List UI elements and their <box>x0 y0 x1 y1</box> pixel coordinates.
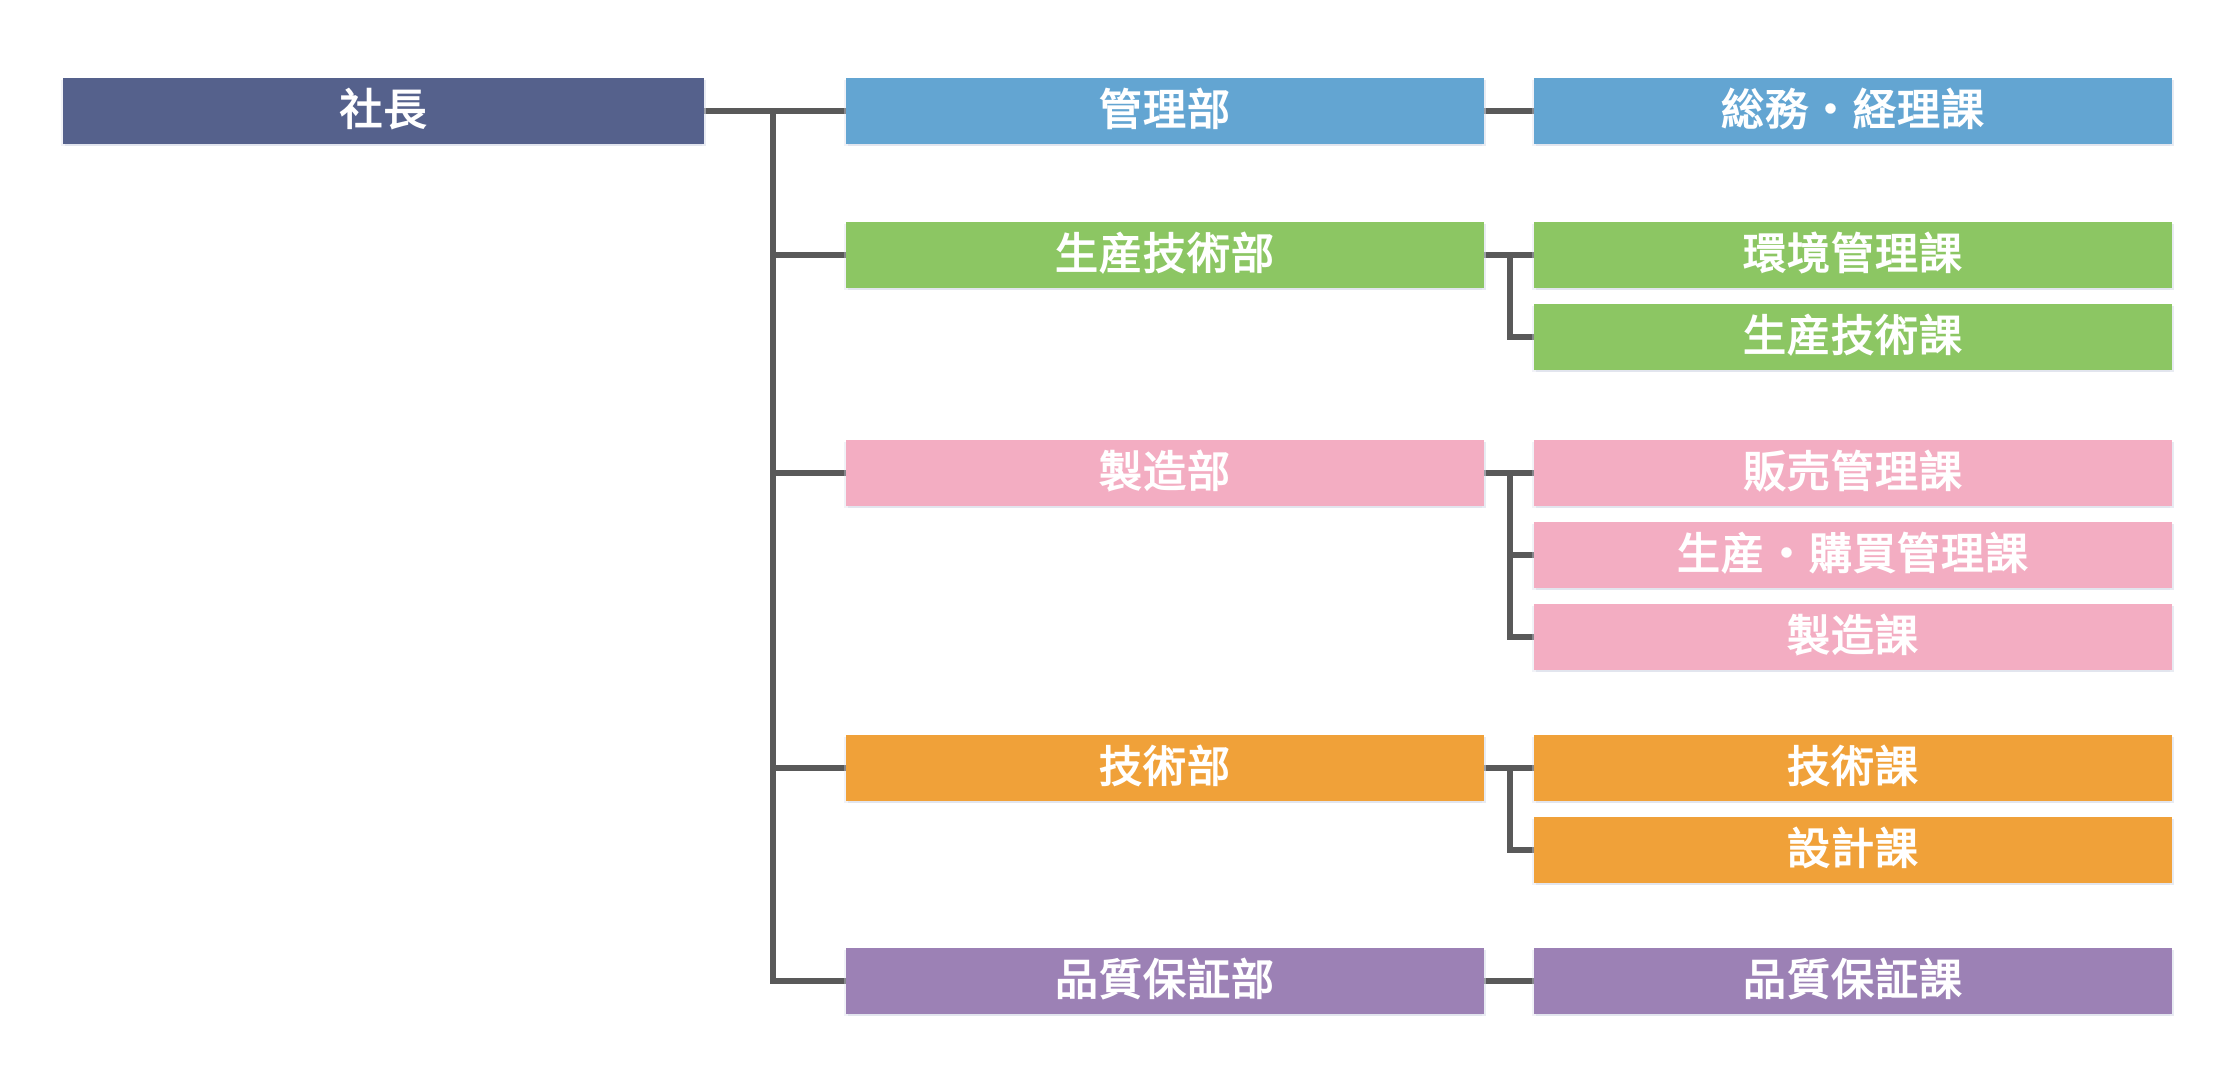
org-node-label: 管理部 <box>1099 86 1231 135</box>
connector-dept3-branch-2 <box>1507 847 1534 853</box>
org-node-president: 社長 <box>63 78 704 144</box>
org-node-section-seisan-kobai-kanri: 生産・購買管理課 <box>1534 522 2172 588</box>
org-node-label: 技術課 <box>1787 743 1919 792</box>
connector-dept2-branch-3 <box>1507 634 1534 640</box>
connector-dept0-to-section <box>1484 108 1534 114</box>
org-node-label: 技術部 <box>1099 743 1231 792</box>
org-node-section-hanbai-kanri: 販売管理課 <box>1534 440 2172 506</box>
connector-branch-dept-2 <box>770 470 846 476</box>
org-node-dept-gijutsu: 技術部 <box>846 735 1484 801</box>
org-node-section-kankyo-kanri: 環境管理課 <box>1534 222 2172 288</box>
org-node-label: 生産・購買管理課 <box>1677 530 2029 579</box>
org-node-label: 品質保証課 <box>1743 956 1963 1005</box>
org-node-dept-seisan-gijutsu: 生産技術部 <box>846 222 1484 288</box>
org-node-dept-hinshitsu-hosho: 品質保証部 <box>846 948 1484 1014</box>
org-node-label: 環境管理課 <box>1743 230 1963 279</box>
org-node-section-seizo: 製造課 <box>1534 604 2172 670</box>
org-node-label: 製造課 <box>1787 612 1919 661</box>
org-node-section-somu-keiri: 総務・経理課 <box>1534 78 2172 144</box>
org-node-section-seisan-gijutsu: 生産技術課 <box>1534 304 2172 370</box>
connector-branch-dept-1 <box>770 252 846 258</box>
org-node-label: 製造部 <box>1099 448 1231 497</box>
org-node-dept-kanri: 管理部 <box>846 78 1484 144</box>
connector-dept1-subtrunk <box>1507 252 1513 340</box>
connector-dept2-branch-2 <box>1507 552 1534 558</box>
connector-dept1-branch-2 <box>1507 334 1534 340</box>
org-node-label: 生産技術部 <box>1055 230 1275 279</box>
org-node-section-gijutsu: 技術課 <box>1534 735 2172 801</box>
org-node-label: 総務・経理課 <box>1721 86 1985 135</box>
connector-main-trunk <box>770 108 776 984</box>
org-node-label: 生産技術課 <box>1743 312 1963 361</box>
org-node-label: 社長 <box>339 86 428 135</box>
org-node-label: 品質保証部 <box>1055 956 1275 1005</box>
connector-branch-dept-4 <box>770 978 846 984</box>
org-node-section-sekkei: 設計課 <box>1534 817 2172 883</box>
org-node-label: 設計課 <box>1787 825 1919 874</box>
connector-dept3-subtrunk <box>1507 765 1513 853</box>
org-node-section-hinshitsu-hosho: 品質保証課 <box>1534 948 2172 1014</box>
connector-dept4-to-section <box>1484 978 1534 984</box>
org-node-label: 販売管理課 <box>1743 448 1963 497</box>
connector-branch-dept-3 <box>770 765 846 771</box>
org-node-dept-seizo: 製造部 <box>846 440 1484 506</box>
